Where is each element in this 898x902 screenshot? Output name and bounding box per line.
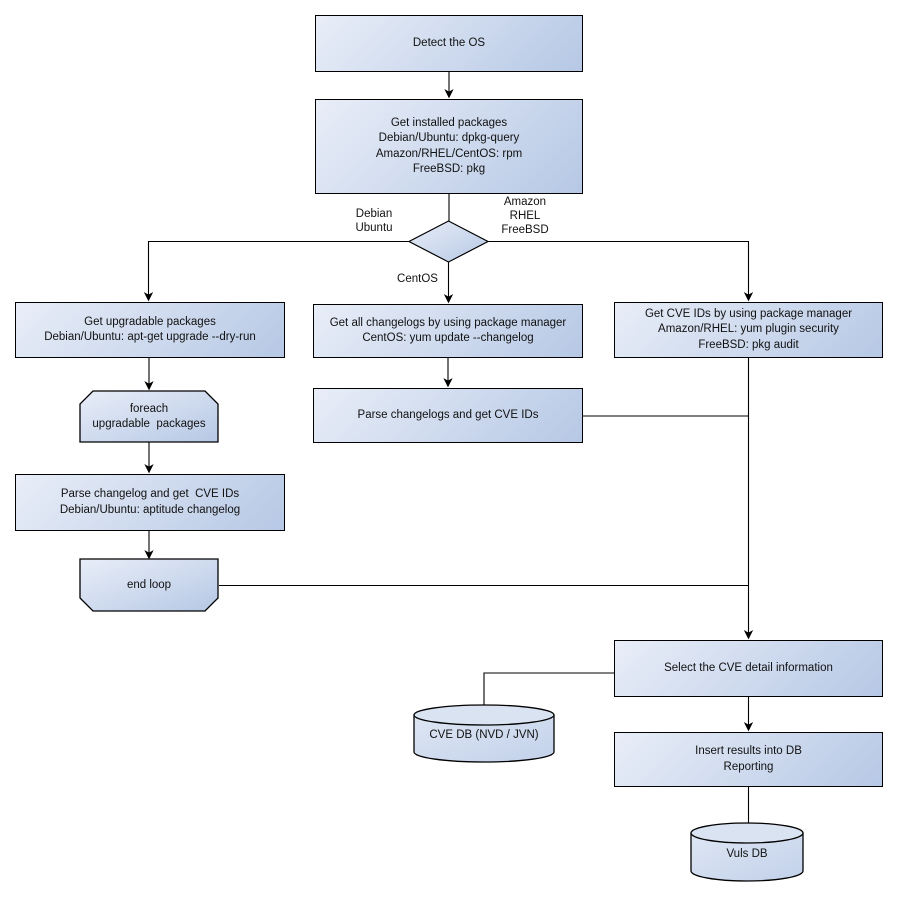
node-get-cve-ids-label: Get CVE IDs by using package manager Ama… bbox=[644, 307, 853, 351]
end-loop-label: end loop bbox=[126, 578, 172, 591]
node-get-cve-ids: Get CVE IDs by using package manager Ama… bbox=[614, 302, 883, 358]
node-get-upgradable-packages-label: Get upgradable packages Debian/Ubuntu: a… bbox=[44, 315, 256, 344]
node-select-cve-detail: Select the CVE detail information bbox=[614, 640, 883, 697]
cve-db-cylinder bbox=[413, 704, 555, 763]
node-insert-results-label: Insert results into DB Reporting bbox=[695, 745, 802, 773]
foreach-loop-label: foreach upgradable packages bbox=[92, 402, 206, 430]
node-get-all-changelogs: Get all changelogs by using package mana… bbox=[313, 304, 583, 358]
node-parse-changelog-debian: Parse changelog and get CVE IDs Debian/U… bbox=[15, 474, 285, 531]
node-insert-results: Insert results into DB Reporting bbox=[614, 732, 883, 787]
node-detect-os: Detect the OS bbox=[315, 15, 583, 72]
os-decision-diamond bbox=[407, 220, 490, 263]
edge-cvedb-to-select bbox=[483, 672, 614, 705]
end-loop-shape bbox=[79, 558, 219, 612]
cve-db-label: CVE DB (NVD / JVN) bbox=[429, 728, 539, 741]
node-get-all-changelogs-label: Get all changelogs by using package mana… bbox=[329, 316, 567, 345]
node-get-installed-packages: Get installed packages Debian/Ubuntu: dp… bbox=[315, 99, 583, 194]
edge-decision-debian-ubuntu bbox=[143, 240, 409, 302]
node-parse-changelogs-centos: Parse changelogs and get CVE IDs bbox=[313, 388, 583, 443]
node-select-cve-detail-label: Select the CVE detail information bbox=[664, 661, 833, 674]
edge-label-amazon-rhel-freebsd: Amazon RHEL FreeBSD bbox=[501, 195, 549, 236]
edge-label-debian-ubuntu: Debian Ubuntu bbox=[355, 208, 393, 234]
vuls-db-cylinder bbox=[690, 822, 804, 882]
node-detect-os-label: Detect the OS bbox=[412, 36, 486, 49]
node-parse-changelogs-centos-label: Parse changelogs and get CVE IDs bbox=[357, 408, 539, 421]
edge-decision-amazon-rhel-freebsd bbox=[488, 240, 754, 302]
vuls-db-label: Vuls DB bbox=[726, 847, 768, 860]
node-parse-changelog-debian-label: Parse changelog and get CVE IDs Debian/U… bbox=[59, 488, 241, 516]
foreach-loop-shape bbox=[79, 390, 219, 443]
node-get-installed-packages-label: Get installed packages Debian/Ubuntu: dp… bbox=[375, 116, 523, 176]
node-get-upgradable-packages: Get upgradable packages Debian/Ubuntu: a… bbox=[15, 302, 285, 358]
edge-label-centos: CentOS bbox=[397, 273, 438, 285]
